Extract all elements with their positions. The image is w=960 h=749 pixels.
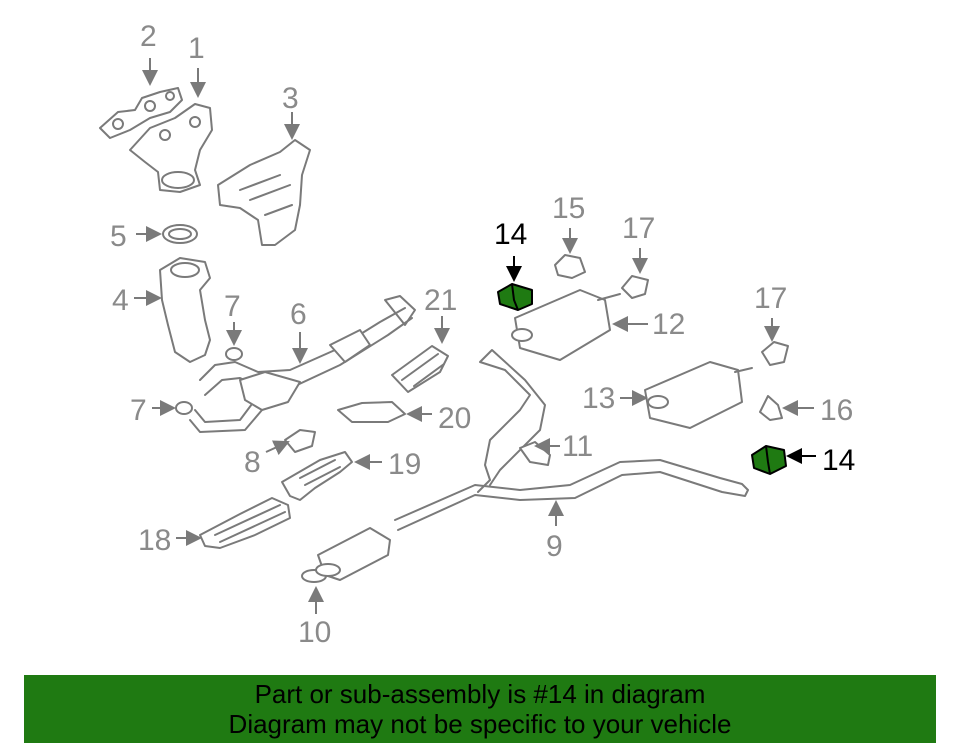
part-8-bracket [284,429,316,453]
part-6-front-pipe [189,295,416,433]
callout-16: 16 [820,394,853,427]
callout-8: 8 [244,446,261,479]
part-15-bracket [554,254,586,279]
banner-line-2: Diagram may not be specific to your vehi… [228,709,732,739]
info-banner: Part or sub-assembly is #14 in diagram D… [24,675,936,743]
callout-6: 6 [290,298,307,331]
part-1-manifold [129,103,213,193]
part-5-ring-gasket [162,224,198,244]
part-20-heat-shield [337,401,406,423]
part-7-oring-upper [225,347,243,361]
callout-4: 4 [112,284,129,317]
leader-lines [134,58,816,614]
callout-14-lower: 14 [822,444,855,477]
exhaust-diagram: 2 1 3 5 4 7 6 21 7 20 8 19 18 10 9 11 14… [99,20,855,649]
callout-19: 19 [388,448,421,481]
part-3-heat-shield [217,139,311,246]
part-4-catalytic-converter [159,257,211,363]
callout-9: 9 [546,530,563,563]
part-14-insulator-lower [751,445,787,475]
callout-12: 12 [652,308,685,341]
callout-1: 1 [188,32,205,65]
part-14-insulator-upper [497,283,533,311]
part-17-hanger-lower [761,341,789,366]
callout-14-upper: 14 [494,218,527,251]
part-18-heat-shield [199,497,291,549]
callout-21: 21 [424,284,457,317]
part-10-resonator [301,527,391,583]
callout-20: 20 [438,402,471,435]
callout-18: 18 [138,524,171,557]
part-21-heat-shield [391,345,449,393]
banner-line-1: Part or sub-assembly is #14 in diagram [254,679,706,709]
part-17-hanger-upper [621,275,649,299]
callout-labels: 2 1 3 5 4 7 6 21 7 20 8 19 18 10 9 11 14… [110,20,855,649]
part-16-bracket [759,395,783,421]
callout-17-upper: 17 [622,212,655,245]
part-12-muffler [511,289,621,361]
callout-10: 10 [298,616,331,649]
part-13-muffler [644,361,753,429]
callout-7-upper: 7 [224,290,241,323]
callout-13: 13 [582,382,615,415]
part-19-heat-shield [281,451,353,501]
callout-2: 2 [140,20,157,53]
callout-7-lower: 7 [130,394,147,427]
callout-3: 3 [282,82,299,115]
part-9-intermediate-pipe [394,349,749,531]
callout-17-lower: 17 [754,282,787,315]
part-2-gasket [99,87,183,139]
callout-11: 11 [562,430,593,463]
part-7-oring-lower [175,401,193,415]
callout-15: 15 [552,192,585,225]
callout-5: 5 [110,220,127,253]
